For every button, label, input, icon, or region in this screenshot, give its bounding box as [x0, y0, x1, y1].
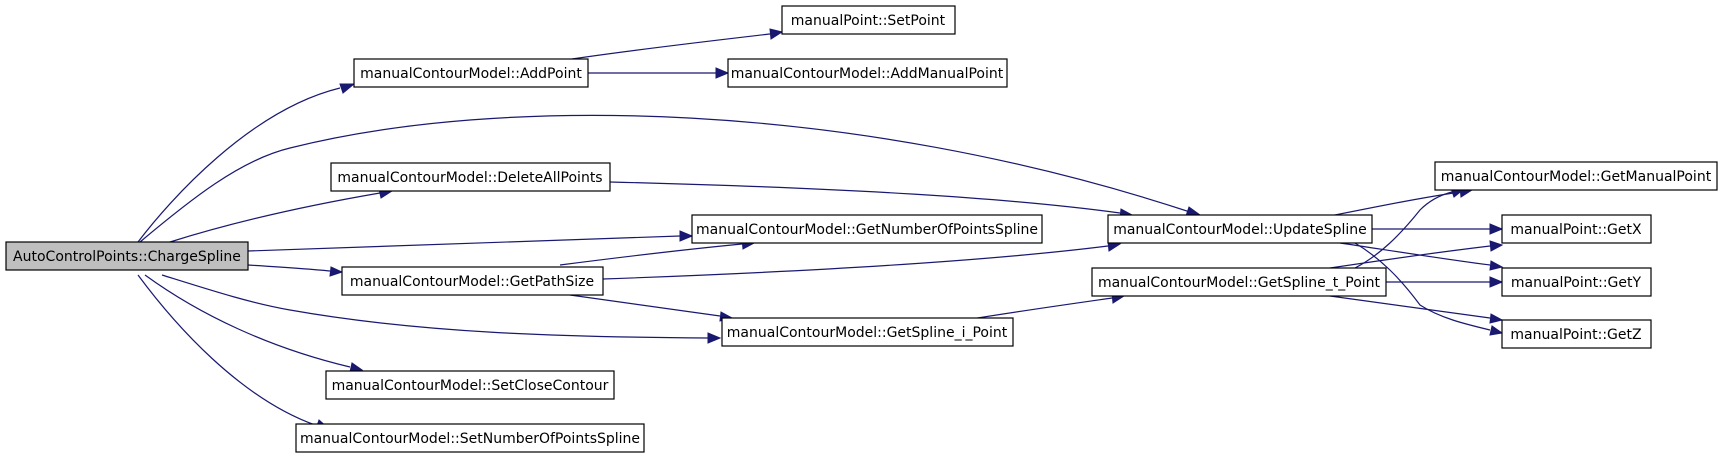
edge-root-to-set-number-of-points-spline: [137, 274, 330, 430]
node-label: manualPoint::GetX: [1510, 222, 1642, 238]
edge-add-point-to-add-manual-point: [588, 67, 730, 79]
edge-update-spline-to-get-z: [1354, 242, 1504, 336]
node-get-spline-t-point[interactable]: manualContourModel::GetSpline_t_Point: [1091, 267, 1387, 297]
edge-get-spline-i-point-to-get-spline-t-point: [964, 292, 1126, 321]
node-get-manual-point[interactable]: manualContourModel::GetManualPoint: [1434, 161, 1718, 191]
edge-get-spline-t-point-to-get-z: [1329, 295, 1504, 324]
node-label: manualContourModel::GetSpline_t_Point: [1098, 275, 1381, 291]
edge-root-to-delete-all-points: [169, 188, 394, 243]
node-set-number-of-points-spline[interactable]: manualContourModel::SetNumberOfPointsSpl…: [295, 423, 645, 453]
edge-root-to-get-number-of-points-spline: [247, 230, 694, 252]
node-label: manualContourModel::UpdateSpline: [1113, 222, 1367, 238]
node-label: manualPoint::GetZ: [1510, 327, 1641, 343]
node-get-number-of-points-spline[interactable]: manualContourModel::GetNumberOfPointsSpl…: [691, 214, 1043, 244]
node-update-spline[interactable]: manualContourModel::UpdateSpline: [1107, 214, 1373, 244]
node-charge-spline[interactable]: AutoControlPoints::ChargeSpline: [5, 241, 249, 271]
node-get-x[interactable]: manualPoint::GetX: [1501, 214, 1652, 244]
node-label: manualContourModel::SetNumberOfPointsSpl…: [300, 431, 640, 447]
node-add-point[interactable]: manualContourModel::AddPoint: [353, 58, 589, 88]
edge-update-spline-to-get-manual-point: [1329, 186, 1474, 217]
node-get-y[interactable]: manualPoint::GetY: [1501, 267, 1652, 297]
node-label: manualContourModel::SetCloseContour: [332, 378, 609, 394]
edge-add-point-to-set-point: [571, 28, 784, 60]
edge-root-to-add-point: [137, 83, 356, 243]
edge-get-path-size-to-update-spline: [602, 240, 1122, 280]
node-set-point[interactable]: manualPoint::SetPoint: [781, 5, 956, 35]
edge-delete-all-points-to-update-spline: [609, 181, 1134, 219]
node-set-close-contour[interactable]: manualContourModel::SetCloseContour: [325, 370, 615, 400]
node-label: manualPoint::SetPoint: [791, 13, 946, 29]
node-label: manualContourModel::GetManualPoint: [1441, 169, 1712, 185]
node-label: manualContourModel::GetNumberOfPointsSpl…: [696, 222, 1038, 238]
node-delete-all-points[interactable]: manualContourModel::DeleteAllPoints: [330, 162, 611, 192]
node-label: manualContourModel::AddPoint: [360, 66, 582, 82]
edge-root-to-get-spline-i-point: [161, 274, 722, 344]
node-label: manualContourModel::DeleteAllPoints: [337, 170, 602, 186]
node-get-z[interactable]: manualPoint::GetZ: [1501, 319, 1652, 349]
node-label: manualContourModel::GetSpline_i_Point: [727, 325, 1008, 341]
edge-get-path-size-to-get-spline-i-point: [569, 294, 734, 322]
node-get-path-size[interactable]: manualContourModel::GetPathSize: [341, 266, 604, 296]
edge-update-spline-to-get-x: [1372, 223, 1504, 235]
node-label: manualContourModel::AddManualPoint: [731, 66, 1004, 82]
node-label: AutoControlPoints::ChargeSpline: [13, 249, 241, 265]
node-label: manualPoint::GetY: [1511, 275, 1642, 291]
node-label: manualContourModel::GetPathSize: [350, 274, 594, 290]
edge-get-spline-t-point-to-get-y: [1386, 276, 1504, 288]
node-add-manual-point[interactable]: manualContourModel::AddManualPoint: [727, 58, 1008, 88]
node-get-spline-i-point[interactable]: manualContourModel::GetSpline_i_Point: [721, 317, 1014, 347]
edge-root-to-get-path-size: [247, 264, 344, 277]
edge-get-spline-t-point-to-get-x: [1329, 240, 1504, 269]
